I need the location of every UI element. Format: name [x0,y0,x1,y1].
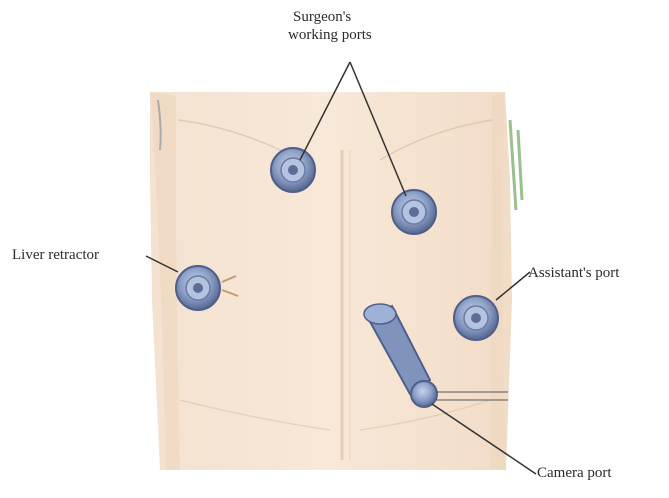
right-drape [510,120,522,210]
surgeon-port-2-icon [392,190,436,234]
label-surgeons-line2: working ports [288,27,372,44]
label-surgeons-line1: Surgeon's [293,9,351,26]
surgeon-port-1-icon [271,148,315,192]
label-liver-retractor: Liver retractor [12,247,99,264]
label-camera-port: Camera port [537,465,612,482]
label-assistants-port: Assistant's port [528,265,619,282]
assistant-port-icon [454,296,498,340]
